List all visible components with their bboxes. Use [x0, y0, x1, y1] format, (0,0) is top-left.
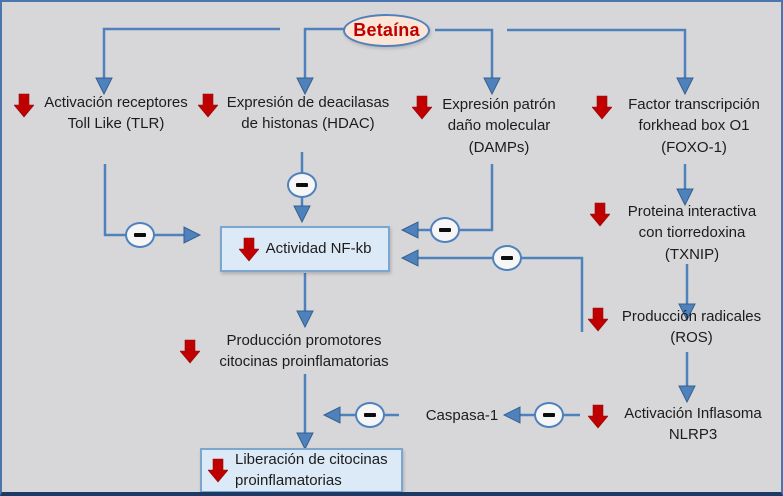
red-down-arrow-icon: [180, 339, 200, 364]
minus-circle-icon: [534, 402, 564, 428]
minus-circle-icon: [287, 172, 317, 198]
betaina-label: Betaína: [353, 20, 420, 40]
red-down-arrow-icon: [592, 95, 612, 120]
node-foxo1: Factor transcripción forkhead box O1 (FO…: [592, 94, 770, 158]
node-hdac: Expresión de deacilasas de histonas (HDA…: [198, 92, 392, 135]
node-nfkb: Actividad NF-kb: [220, 226, 390, 272]
node-tlr-label: Activación receptores Toll Like (TLR): [44, 94, 188, 133]
node-txnip-label: Proteina interactiva con tiorredoxina (T…: [627, 203, 757, 263]
node-ros: Producción radicales (ROS): [588, 306, 769, 349]
node-nlrp3: Activación Inflasoma NLRP3: [588, 403, 772, 446]
node-nfkb-label: Actividad NF-kb: [265, 239, 372, 257]
node-caspase1-label: Caspasa-1: [425, 407, 499, 424]
node-promoters: Producción promotores citocinas proinfla…: [180, 330, 402, 373]
node-caspase1: Caspasa-1: [420, 405, 504, 426]
minus-circle-icon: [355, 402, 385, 428]
betaina-node: Betaína: [343, 14, 430, 47]
red-down-arrow-icon: [588, 404, 608, 429]
node-hdac-label: Expresión de deacilasas de histonas (HDA…: [226, 94, 390, 133]
minus-circle-icon: [125, 222, 155, 248]
red-down-arrow-icon: [588, 307, 608, 332]
node-nlrp3-label: Activación Inflasoma NLRP3: [624, 405, 762, 444]
node-damps-label: Expresión patrón daño molecular (DAMPs): [442, 96, 556, 156]
minus-circle-icon: [492, 245, 522, 271]
red-down-arrow-icon: [590, 202, 610, 227]
red-down-arrow-icon: [412, 95, 432, 120]
node-tlr: Activación receptores Toll Like (TLR): [14, 92, 192, 135]
node-promoters-label: Producción promotores citocinas proinfla…: [219, 332, 389, 371]
red-down-arrow-icon: [198, 93, 218, 118]
node-ros-label: Producción radicales (ROS): [621, 308, 762, 347]
minus-circle-icon: [430, 217, 460, 243]
red-down-arrow-icon: [238, 237, 259, 262]
node-release-label: Liberación de citocinas proinflamatorias: [235, 451, 388, 489]
red-down-arrow-icon: [14, 93, 34, 118]
node-release: Liberación de citocinas proinflamatorias: [200, 448, 403, 492]
node-damps: Expresión patrón daño molecular (DAMPs): [412, 94, 560, 158]
node-foxo1-label: Factor transcripción forkhead box O1 (FO…: [628, 96, 760, 156]
red-down-arrow-icon: [208, 458, 228, 483]
node-txnip: Proteina interactiva con tiorredoxina (T…: [590, 201, 768, 265]
